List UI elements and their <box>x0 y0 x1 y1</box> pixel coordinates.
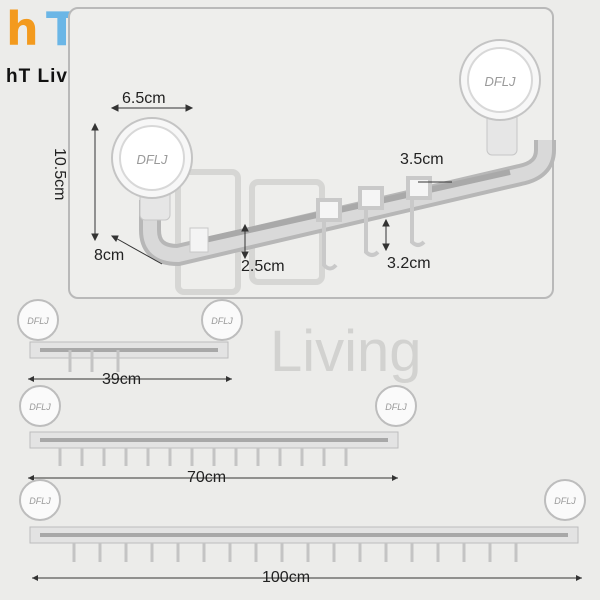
dim-cup-depth: 8cm <box>94 247 125 264</box>
svg-text:DFLJ: DFLJ <box>211 316 233 326</box>
rack-variant-70: DFLJ DFLJ <box>19 385 417 481</box>
svg-text:DFLJ: DFLJ <box>554 496 576 506</box>
hooks-detail-icon <box>316 176 432 271</box>
dim-cup-height: 10.5cm <box>51 148 68 201</box>
dim-hook-width: 3.5cm <box>400 151 444 168</box>
logo-letter-h: h <box>6 2 39 56</box>
dimension-lines <box>91 104 452 265</box>
dim-bar-height: 2.5cm <box>241 258 285 275</box>
variant-length-39: 39cm <box>102 371 142 388</box>
rack-variant-100: DFLJ DFLJ <box>19 479 586 581</box>
variant-length-70: 70cm <box>187 469 227 486</box>
suction-cup-right-icon: DFLJ <box>459 39 541 156</box>
dim-cup-width: 6.5cm <box>122 90 166 107</box>
svg-text:DFLJ: DFLJ <box>29 402 51 412</box>
cup-right-label: DFLJ <box>484 74 516 89</box>
rack-variant-39: DFLJ DFLJ <box>17 299 243 382</box>
svg-text:DFLJ: DFLJ <box>27 316 49 326</box>
svg-text:DFLJ: DFLJ <box>385 402 407 412</box>
dim-hook-depth: 3.2cm <box>387 255 431 272</box>
cup-left-label: DFLJ <box>136 152 168 167</box>
svg-text:DFLJ: DFLJ <box>29 496 51 506</box>
suction-cup-left-icon: DFLJ <box>111 117 193 221</box>
watermark-text: Living <box>270 319 422 384</box>
bar-detail-icon <box>139 139 556 266</box>
variant-length-100: 100cm <box>262 569 311 586</box>
